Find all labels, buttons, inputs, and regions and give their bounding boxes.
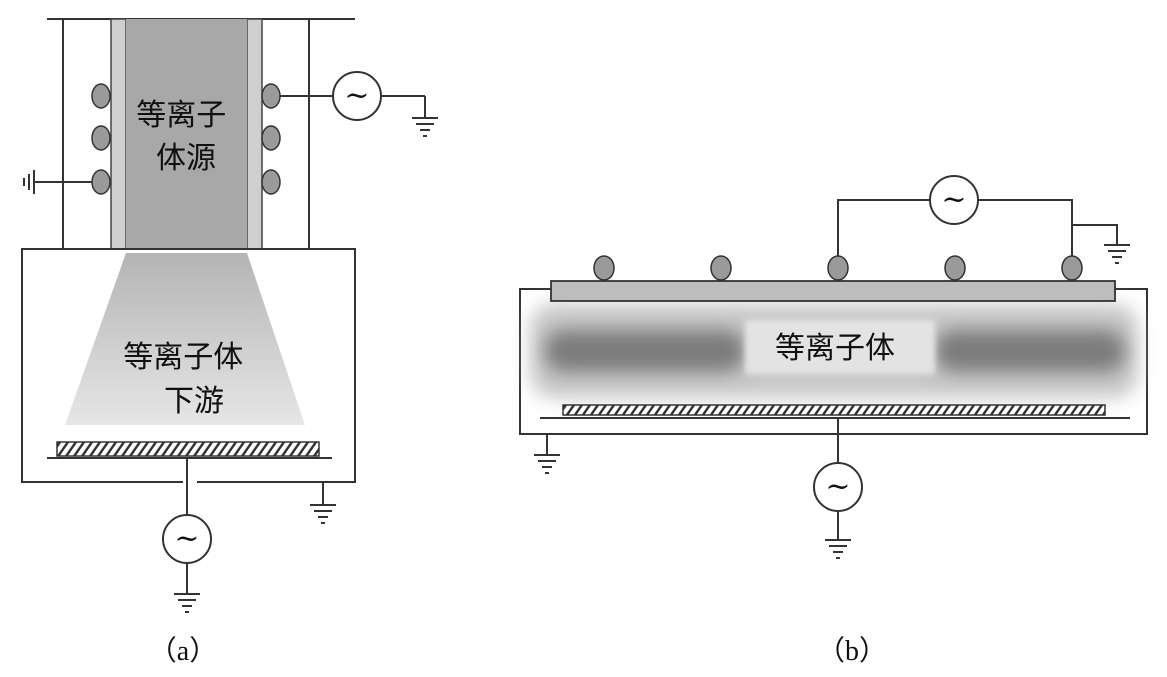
antenna-2 (710, 255, 732, 281)
antenna-3 (827, 255, 849, 281)
coil-left-1 (91, 83, 111, 109)
ground-icon (1104, 244, 1130, 264)
downstream-label-line2: 下游 (164, 384, 224, 419)
antenna-1 (593, 255, 615, 281)
source-label-line2: 体源 (156, 141, 216, 176)
plasma-band-right (935, 330, 1125, 372)
coil-left-3 (91, 169, 111, 195)
substrate-hatched (56, 441, 320, 457)
coil-right-1 (261, 83, 281, 109)
ac-source-symbol: ~ (344, 78, 369, 113)
top-electrode (550, 280, 1116, 302)
rf-ground-wire (1072, 224, 1118, 245)
source-label-line1: 等离子 (136, 98, 226, 133)
coil-left-2 (91, 125, 111, 151)
antenna-rf-wire-left (837, 199, 930, 256)
ground-icon (534, 454, 560, 474)
ground-icon (23, 170, 35, 194)
antenna-rf-wire-right (978, 199, 1073, 256)
downstream-label: 等离子体 下游 (123, 340, 253, 419)
diagram-b: 等离子体 ~ ~ (519, 175, 1148, 667)
ground-icon (825, 539, 851, 559)
ac-source-symbol: ~ (941, 182, 966, 217)
ground-icon (174, 593, 200, 613)
source-wall-left (110, 18, 127, 250)
downstream-plasma-cone (65, 253, 305, 425)
ac-source-symbol: ~ (174, 521, 199, 556)
ground-icon (412, 117, 438, 137)
ac-source-symbol: ~ (825, 469, 850, 504)
source-wall-right (246, 18, 263, 250)
coil-right-3 (261, 169, 281, 195)
substrate-hatched (562, 404, 1106, 416)
process-chamber (21, 248, 356, 483)
source-label: 等离子 体源 (136, 98, 236, 176)
caption-a: （a） (149, 635, 217, 667)
plasma-label: 等离子体 (775, 331, 895, 366)
caption-b: （b） (817, 635, 887, 667)
downstream-label-line1: 等离子体 (123, 340, 243, 375)
plasma-label-box (745, 320, 935, 374)
plasma-band-left (545, 330, 745, 372)
diagram-a: ~ 等离子 体源 等离子体 下游 ~ (21, 18, 438, 667)
antenna-5 (1061, 255, 1083, 281)
ground-icon (310, 504, 336, 524)
antenna-4 (944, 255, 966, 281)
plasma-source-region (126, 19, 247, 249)
coil-right-2 (261, 125, 281, 151)
